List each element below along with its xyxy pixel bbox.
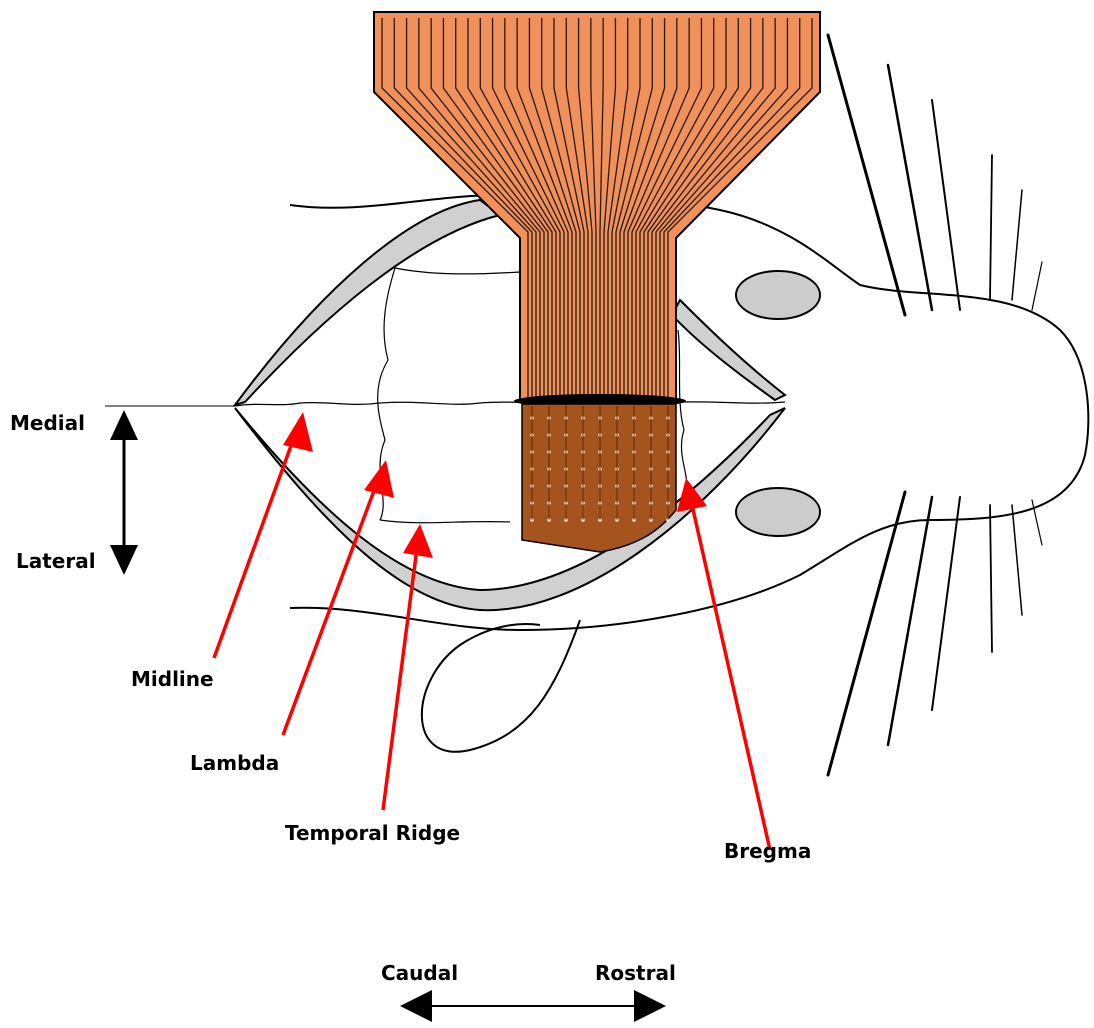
lambda-pointer-head bbox=[364, 460, 394, 498]
rostral-label: Rostral bbox=[595, 961, 676, 985]
temporal-ridge-label: Temporal Ridge bbox=[285, 821, 460, 845]
lateral-arrowhead bbox=[110, 545, 138, 575]
upper-eye bbox=[736, 271, 820, 319]
bregma-pointer bbox=[692, 505, 770, 850]
lower-eye bbox=[736, 488, 820, 536]
medial-lateral-axis bbox=[105, 406, 235, 575]
midline-pointer-head bbox=[283, 412, 313, 452]
medial-label: Medial bbox=[10, 411, 85, 435]
midline-pointer bbox=[214, 432, 296, 658]
bregma-label: Bregma bbox=[724, 839, 811, 863]
lateral-label: Lateral bbox=[16, 549, 96, 573]
flex-cable bbox=[374, 12, 820, 400]
rostral-arrowhead bbox=[634, 990, 666, 1022]
whiskers bbox=[828, 35, 1042, 775]
head-outline bbox=[290, 193, 1088, 752]
caudal-arrowhead bbox=[400, 990, 432, 1022]
lambda-label: Lambda bbox=[190, 751, 279, 775]
caudal-label: Caudal bbox=[381, 961, 458, 985]
caudal-rostral-axis bbox=[400, 990, 666, 1022]
medial-arrowhead bbox=[110, 410, 138, 440]
temporal-ridge-pointer bbox=[383, 548, 417, 810]
midline-label: Midline bbox=[131, 667, 214, 691]
temporal-ridge-pointer-head bbox=[403, 524, 433, 558]
